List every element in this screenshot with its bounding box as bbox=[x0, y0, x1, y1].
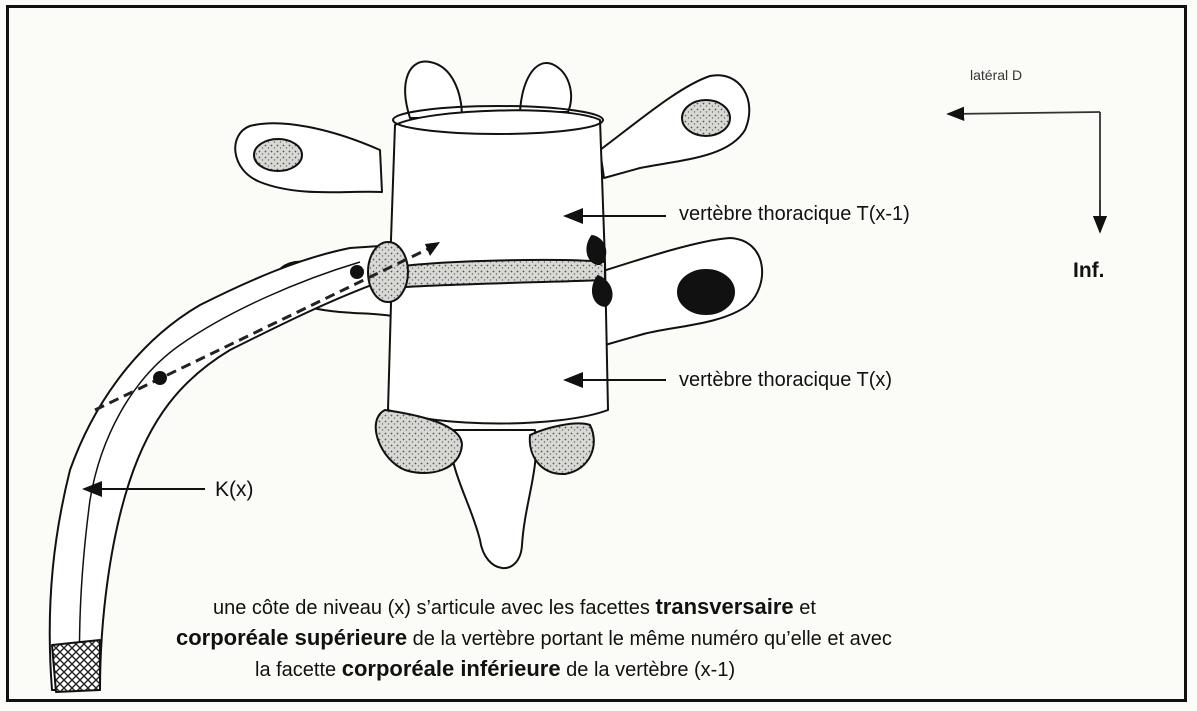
rib-axis-dot-1 bbox=[153, 371, 167, 385]
transverse-facet-lower-right bbox=[678, 270, 734, 314]
spinous-process bbox=[450, 430, 536, 568]
label-inferior: Inf. bbox=[1073, 259, 1105, 283]
caption-emphasis: transversaire bbox=[655, 594, 793, 619]
label-lateral: latéral D bbox=[970, 67, 1022, 83]
rib-axis-dot-2 bbox=[350, 265, 364, 279]
caption-text: la facette bbox=[255, 659, 342, 681]
transverse-facet-upper-right bbox=[682, 100, 730, 136]
label-rib: K(x) bbox=[215, 478, 254, 502]
rib-tip-cartilage bbox=[52, 640, 100, 692]
caption-text: de la vertèbre (x-1) bbox=[561, 659, 736, 681]
caption-line-2: corporéale supérieure de la vertèbre por… bbox=[150, 623, 1190, 654]
caption-text: et bbox=[794, 597, 816, 619]
upper-articular-process-right bbox=[520, 63, 571, 112]
caption-emphasis: corporéale inférieure bbox=[342, 656, 561, 681]
inferior-articular-process-right bbox=[530, 423, 594, 474]
figure-caption: une côte de niveau (x) s’articule avec l… bbox=[150, 592, 1190, 685]
label-vertebra-lower: vertèbre thoracique T(x) bbox=[679, 369, 892, 392]
caption-text: une côte de niveau (x) s’articule avec l… bbox=[213, 597, 655, 619]
transverse-facet-upper-left bbox=[254, 139, 302, 171]
caption-text: de la vertèbre portant le même numéro qu… bbox=[407, 628, 892, 650]
caption-emphasis: corporéale supérieure bbox=[176, 625, 407, 650]
caption-line-1: une côte de niveau (x) s’articule avec l… bbox=[150, 592, 1190, 623]
caption-line-3: la facette corporéale inférieure de la v… bbox=[150, 654, 1190, 685]
rib-head bbox=[368, 242, 408, 302]
label-vertebra-upper: vertèbre thoracique T(x-1) bbox=[679, 203, 910, 226]
